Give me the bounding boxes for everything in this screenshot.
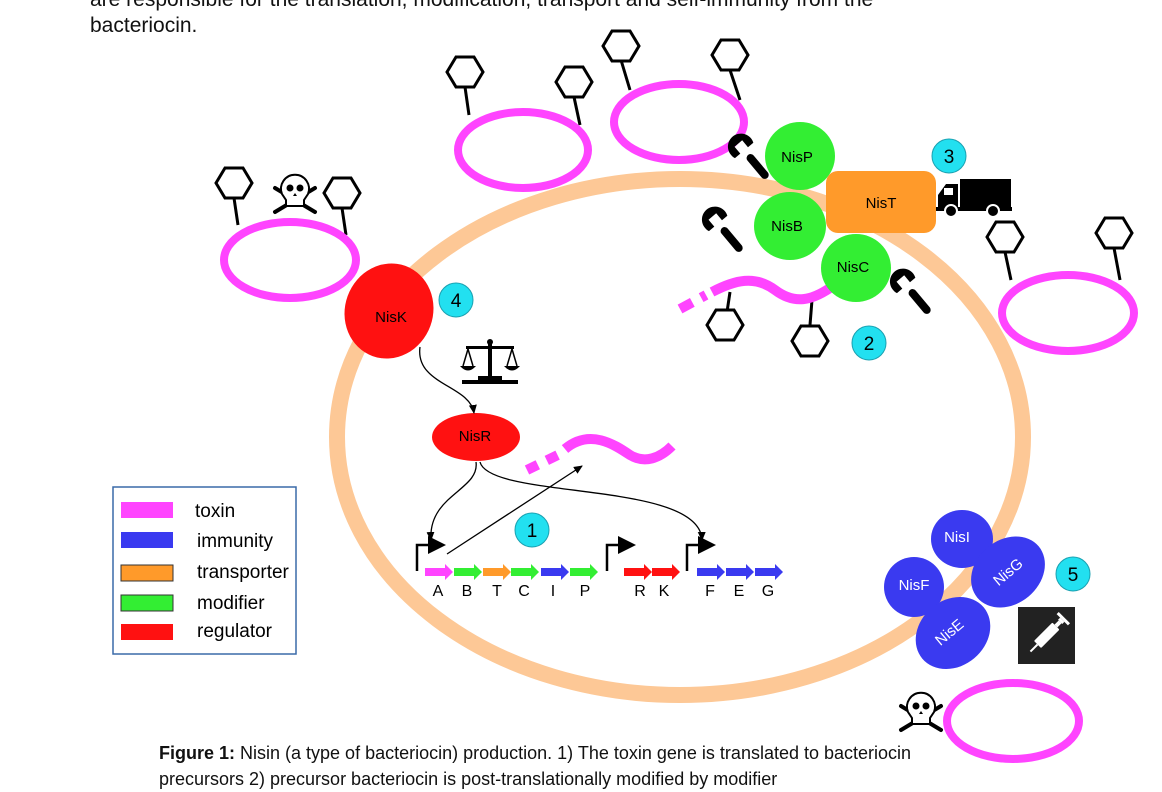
bacterium-left [220,218,360,302]
caption-text: Nisin (a type of bacteriocin) production… [159,743,912,789]
gene-arrow-k [652,564,680,580]
nisp-label: NisP [781,149,813,166]
step-badge-2: 2 [851,325,887,361]
nisp-enzyme [765,122,835,190]
gene-label-k: K [659,583,670,600]
promoter-flag-icon [415,543,700,571]
legend-label-modifier: modifier [197,593,265,614]
nisc-label: NisC [837,259,870,276]
nist-label: NisT [866,195,897,212]
truck-icon [936,179,1012,218]
nist-transporter [826,171,936,233]
gene-label-t: T [492,583,502,600]
gene-label-c: C [518,583,530,600]
bacterium-right [998,271,1138,355]
balance-scale-icon [460,339,520,384]
gene-arrow-e [726,564,754,580]
bacterium-top-right [610,80,748,164]
legend-swatch-regulator [121,624,173,640]
nise-protein [915,596,991,670]
nisk-label: NisK [375,309,407,326]
gene-arrow-a [425,564,453,580]
skull-crossbones-icon [899,691,943,732]
gene-label-r: R [634,583,646,600]
step-number-4: 4 [451,291,462,312]
wrench-icon [727,133,769,179]
nisg-protein [971,536,1045,608]
legend: toxin immunity transporter modifier regu… [112,486,297,655]
gene-labels: A B T C I P R K F E G [433,583,775,600]
gene-arrow-c [511,564,539,580]
step-badge-1: 1 [514,512,550,548]
gene-arrow-b [454,564,482,580]
gene-arrow-f [697,564,725,580]
step-badge-5: 5 [1055,556,1091,592]
nisi-label: NisI [944,529,970,546]
legend-label-immunity: immunity [197,531,274,552]
gene-arrow-t [483,564,511,580]
gene-label-i: I [551,583,555,600]
legend-label-toxin: toxin [195,501,235,522]
syringe-icon [1018,607,1075,664]
step-number-3: 3 [944,147,955,168]
wrench-icon [889,268,931,314]
intro-paragraph: are responsible for the translation, mod… [90,0,1050,39]
nisk-sensor [344,263,434,359]
legend-swatch-toxin [121,502,173,518]
hexagon-receptor-icon [232,59,1122,326]
wrench-icon [701,206,743,252]
gene-label-a: A [433,583,444,600]
gene-label-p: P [580,583,591,600]
step-number-2: 2 [864,334,875,355]
nisr-label: NisR [459,428,492,445]
intro-line-1: are responsible for the translation, mod… [90,0,1050,13]
skull-crossbones-icon [273,173,317,214]
step-badge-3: 3 [931,138,967,174]
legend-swatch-immunity [121,532,173,548]
nisf-protein [884,557,944,617]
step-number-5: 5 [1068,565,1079,586]
legend-swatch-transporter [120,564,174,582]
legend-label-regulator: regulator [197,621,273,642]
step-number-1: 1 [527,521,538,542]
gene-label-f: F [705,583,715,600]
gene-label-b: B [462,583,473,600]
gene-arrow-i [541,564,569,580]
bacterium-bottom [943,679,1083,763]
figure-caption: Figure 1: Nisin (a type of bacteriocin) … [159,740,979,792]
nisr-regulator [432,413,520,461]
step-badge-4: 4 [438,282,474,318]
caption-title: Figure 1: [159,743,236,763]
cell-membrane [329,171,1031,703]
legend-swatch-modifier [120,594,174,612]
gene-arrow-p [570,564,598,580]
gene-operon [425,564,783,580]
nisi-protein [931,510,993,568]
nisf-label: NisF [899,577,930,594]
nisc-enzyme [821,234,891,302]
legend-label-transporter: transporter [197,562,290,583]
gene-arrow-g [755,564,783,580]
precursor-peptide-modified [677,275,833,314]
precursor-peptide [524,434,676,475]
signaling-arrows [419,346,706,555]
gene-label-e: E [734,583,745,600]
nisb-label: NisB [771,218,803,235]
gene-label-g: G [762,583,774,600]
nisb-enzyme [754,192,826,260]
gene-arrow-r [624,564,652,580]
intro-line-2: bacteriocin. [90,14,198,37]
bacterium-top-left [454,108,592,192]
